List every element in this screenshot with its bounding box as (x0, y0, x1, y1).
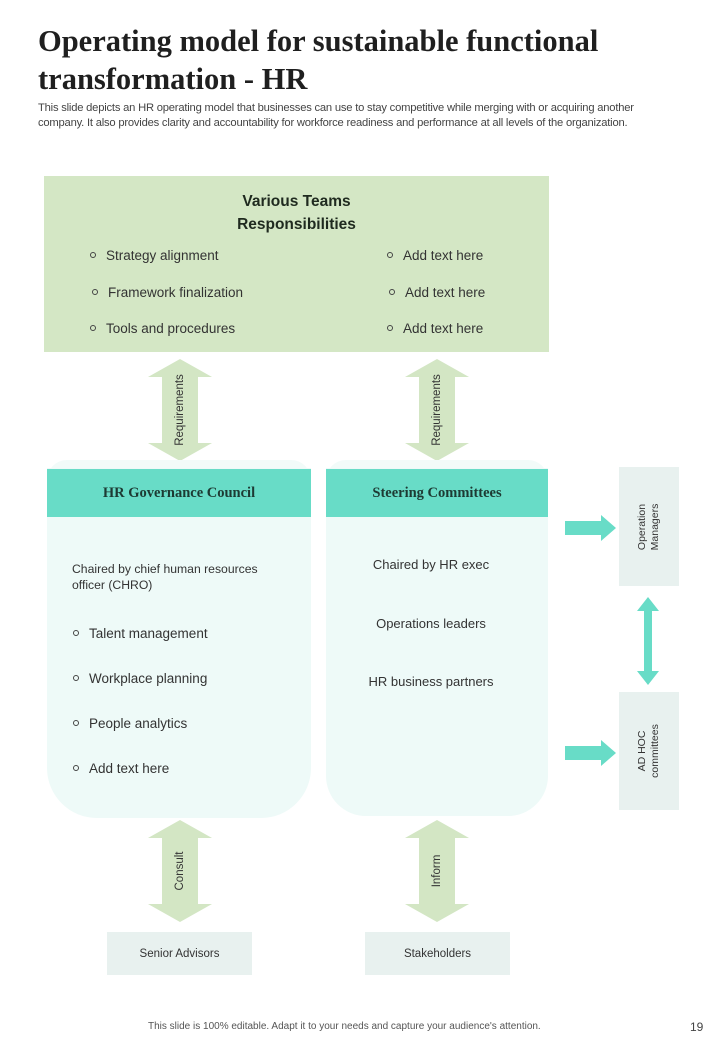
slide-subtitle: This slide depicts an HR operating model… (38, 102, 634, 129)
label-line2: committees (649, 724, 661, 778)
inform-label: Inform (431, 854, 443, 888)
double-arrow-icon (405, 359, 469, 461)
requirements-label: Requirements (174, 374, 186, 446)
label-line1: Operation (636, 503, 648, 550)
bullet-icon (387, 325, 393, 332)
chaired-line2: officer (CHRO) (72, 578, 153, 592)
arrow-right-icon (565, 740, 616, 766)
steering-header: Steering Committees (326, 469, 548, 517)
requirements-label: Requirements (431, 374, 443, 446)
teams-right-item: Add text here (387, 321, 483, 336)
item-text: Talent management (89, 626, 208, 641)
teams-left-item: Strategy alignment (90, 248, 219, 263)
senior-advisors-box: Senior Advisors (107, 932, 252, 975)
item-text: People analytics (89, 716, 188, 731)
teams-responsibilities-box: Various Teams Responsibilities Strategy … (44, 176, 549, 352)
governance-item: People analytics (73, 716, 187, 731)
governance-panel (47, 468, 311, 818)
governance-header: HR Governance Council (47, 469, 311, 517)
bullet-icon (73, 675, 79, 682)
item-text: Tools and procedures (106, 321, 236, 336)
teams-left-item: Tools and procedures (90, 321, 235, 336)
footer-note: This slide is 100% editable. Adapt it to… (148, 1021, 541, 1032)
bullet-icon (90, 325, 96, 332)
item-text: Framework finalization (108, 285, 244, 300)
item-text: Workplace planning (89, 671, 208, 686)
page-number: 19 (690, 1020, 704, 1034)
teams-title: Various Teams Responsibilities (44, 190, 549, 236)
double-arrow-icon (148, 359, 212, 461)
teams-left-item: Framework finalization (92, 285, 243, 300)
consult-label: Consult (174, 851, 186, 891)
item-text: Add text here (405, 285, 486, 300)
teams-title-line2: Responsibilities (237, 216, 356, 233)
item-text: Add text here (89, 761, 170, 776)
requirements-arrow-left: Requirements (148, 359, 212, 461)
operation-managers-label: Operation Managers (636, 503, 662, 550)
teams-title-line1: Various Teams (242, 193, 351, 210)
steering-panel (326, 468, 548, 816)
governance-item: Talent management (73, 626, 208, 641)
consult-arrow: Consult (148, 820, 212, 922)
label-line2: Managers (649, 503, 661, 550)
governance-chaired: Chaired by chief human resources officer… (72, 561, 258, 593)
bullet-icon (387, 252, 393, 259)
adhoc-committees-box: AD HOC committees (619, 692, 679, 810)
bullet-icon (389, 289, 395, 296)
steering-item: Operations leaders (376, 616, 486, 631)
requirements-arrow-right: Requirements (405, 359, 469, 461)
teams-right-item: Add text here (389, 285, 485, 300)
adhoc-committees-label: AD HOC committees (636, 724, 662, 778)
governance-item: Add text here (73, 761, 169, 776)
bullet-icon (90, 252, 96, 259)
label-line1: AD HOC (636, 730, 648, 772)
double-arrow-icon (148, 820, 212, 922)
bullet-icon (73, 765, 79, 772)
teams-right-item: Add text here (387, 248, 483, 263)
stakeholders-box: Stakeholders (365, 932, 510, 975)
governance-item: Workplace planning (73, 671, 207, 686)
chaired-line1: Chaired by chief human resources (72, 562, 258, 576)
bullet-icon (73, 630, 79, 637)
operation-managers-box: Operation Managers (619, 467, 679, 586)
slide-title: Operating model for sustainable function… (38, 24, 599, 96)
arrow-right-icon (565, 515, 616, 541)
inform-arrow: Inform (405, 820, 469, 922)
steering-item: Chaired by HR exec (372, 557, 490, 572)
bullet-icon (92, 289, 98, 296)
bullet-icon (73, 720, 79, 727)
item-text: Add text here (403, 321, 484, 336)
double-arrow-icon (405, 820, 469, 922)
steering-item: HR business partners (368, 674, 494, 689)
item-text: Add text here (403, 248, 484, 263)
item-text: Strategy alignment (106, 248, 219, 263)
double-arrow-icon (637, 597, 659, 685)
